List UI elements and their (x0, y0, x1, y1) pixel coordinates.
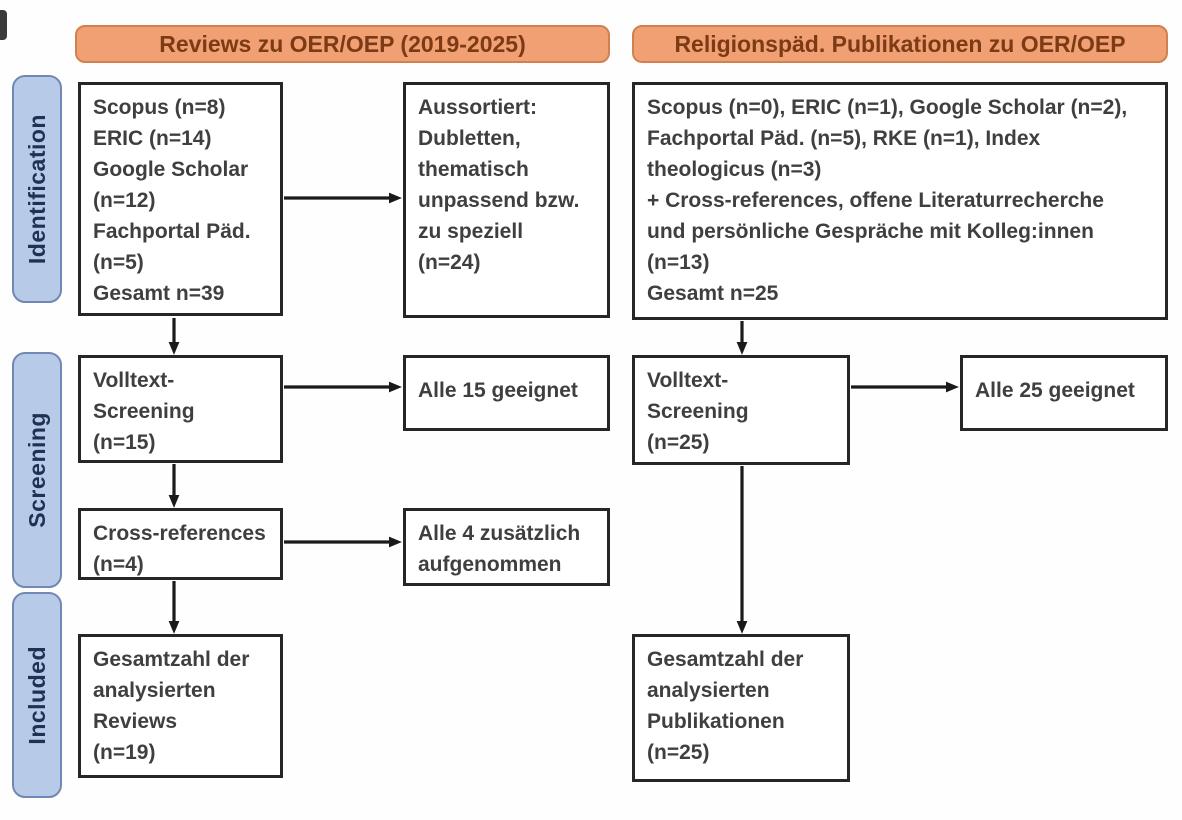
box-right-included-total: Gesamtzahl der analysierten Publikatione… (632, 634, 850, 782)
box-right-sources: Scopus (n=0), ERIC (n=1), Google Scholar… (632, 82, 1168, 320)
edge-artifact (0, 10, 7, 40)
box-left-excluded: Aussortiert: Dubletten, thematisch unpas… (403, 82, 610, 318)
stage-label-screening: Screening (12, 352, 62, 588)
box-right-fulltext-result: Alle 25 geeignet (960, 355, 1168, 431)
box-right-fulltext-screening: Volltext- Screening (n=25) (632, 355, 850, 465)
box-left-crossref-result: Alle 4 zusätzlich aufgenommen (403, 508, 610, 586)
stage-label-text: Identification (23, 113, 50, 265)
box-left-sources: Scopus (n=8) ERIC (n=14) Google Scholar … (78, 82, 283, 316)
box-left-included-total: Gesamtzahl der analysierten Reviews (n=1… (78, 634, 283, 778)
stage-label-text: Screening (23, 412, 50, 528)
box-left-fulltext-screening: Volltext- Screening (n=15) (78, 355, 283, 463)
stage-label-text: Included (23, 645, 50, 745)
box-left-fulltext-result: Alle 15 geeignet (403, 355, 610, 431)
stage-label-included: Included (12, 592, 62, 798)
column-header-right: Religionspäd. Publikationen zu OER/OEP (632, 25, 1168, 63)
stage-label-identification: Identification (12, 75, 62, 303)
box-left-crossref: Cross-references (n=4) (78, 508, 283, 580)
column-header-left: Reviews zu OER/OEP (2019-2025) (75, 25, 610, 63)
